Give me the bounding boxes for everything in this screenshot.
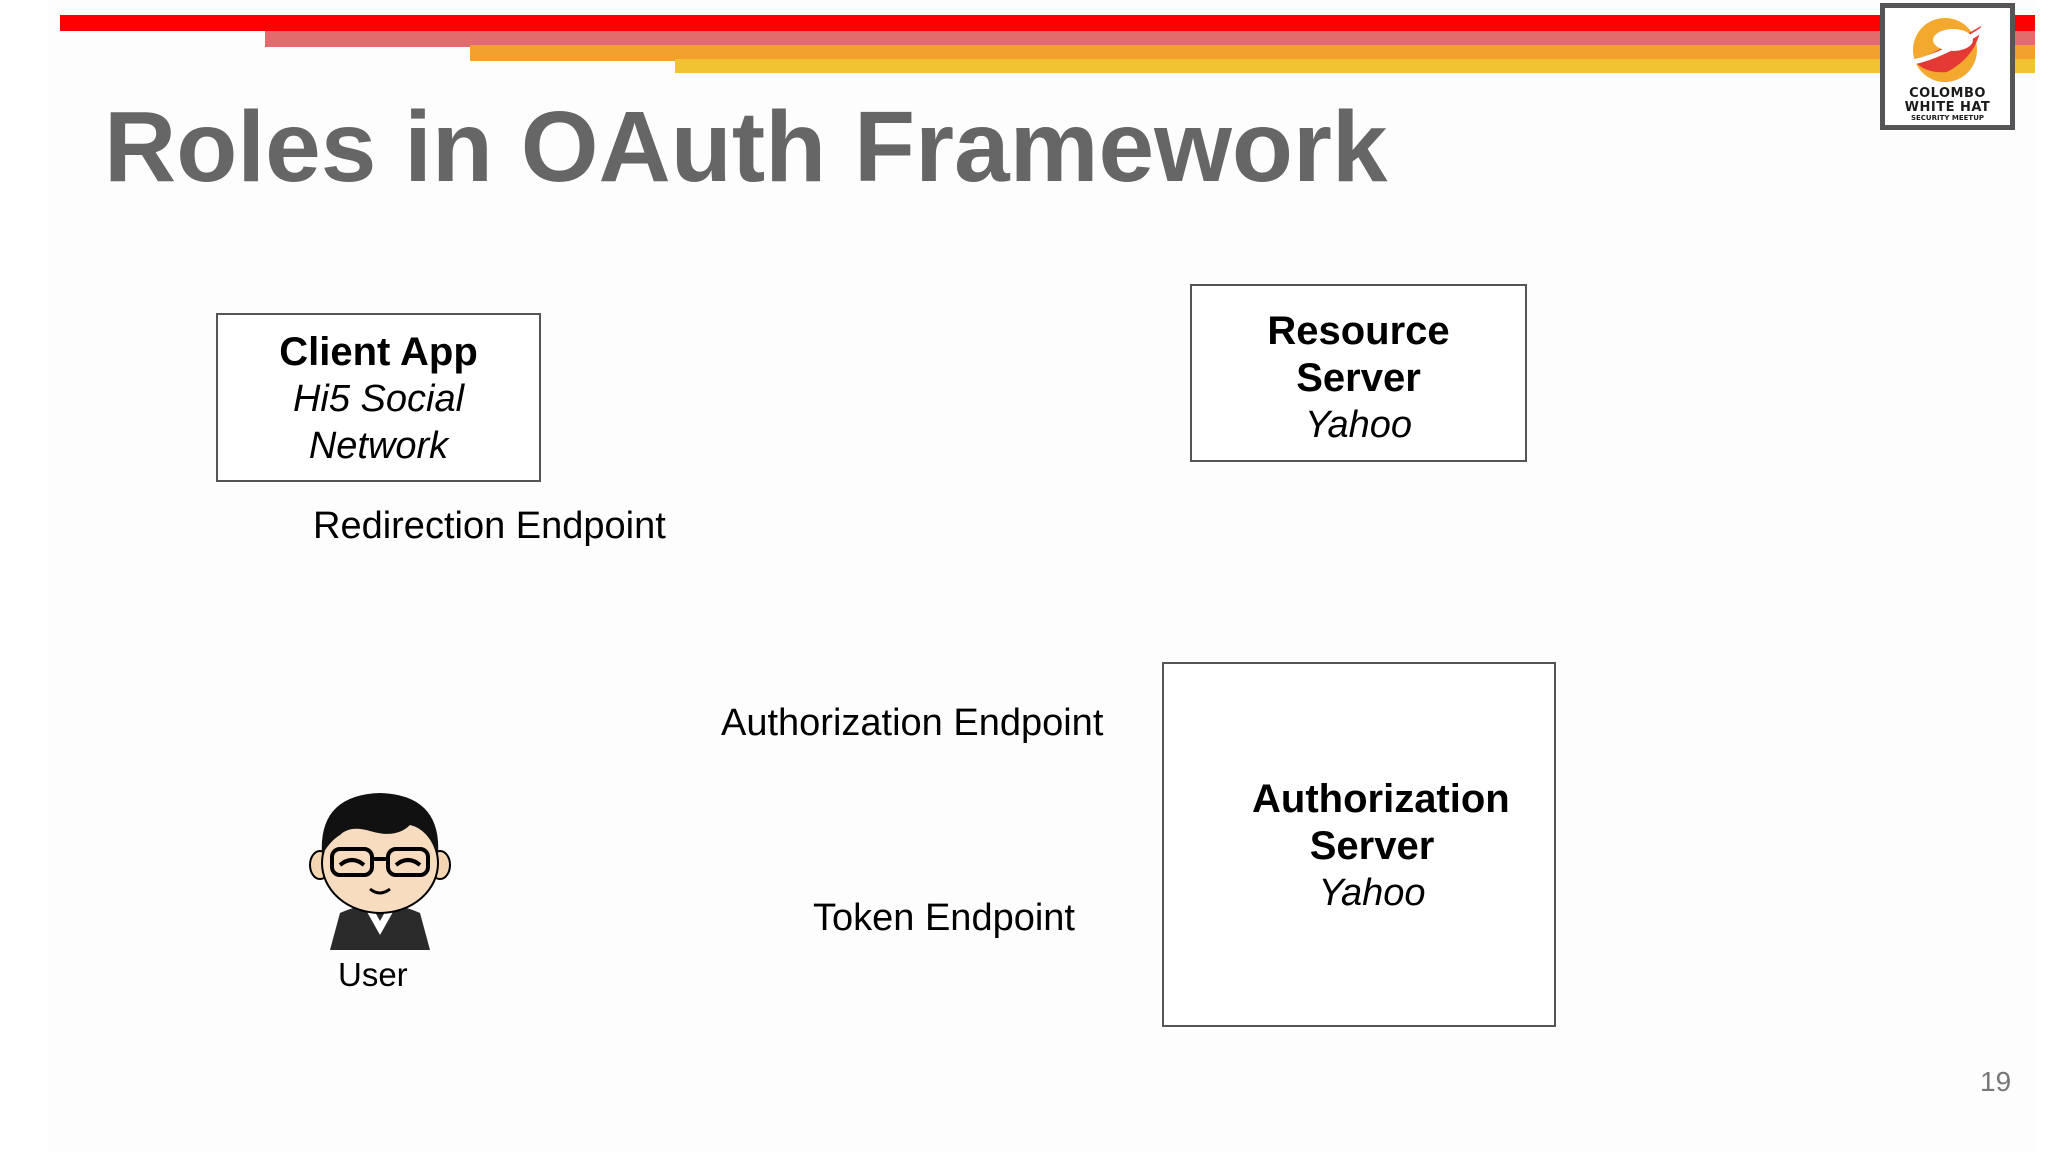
page-number: 19: [1980, 1066, 2012, 1097]
client-app-heading: Client App: [279, 330, 478, 374]
resource-server-subtitle: Yahoo: [1304, 404, 1413, 446]
user-label: User: [338, 956, 408, 993]
client-app-box: Client App Hi5 Social Network: [216, 313, 541, 482]
authorization-server-subtitle: Yahoo: [1318, 872, 1426, 914]
slide-background: [48, 0, 2035, 1152]
logo-text-line1: COLOMBO: [1909, 86, 1986, 101]
colombo-white-hat-logo: COLOMBO WHITE HAT SECURITY MEETUP: [1880, 3, 2015, 130]
authorization-server-text: Authorization Server Yahoo: [1252, 776, 1510, 917]
authorization-server-heading-line1: Authorization: [1252, 777, 1510, 821]
user-avatar-icon: [309, 793, 451, 950]
client-app-subtitle-line1: Hi5 Social: [292, 378, 465, 420]
logo-text-line3: SECURITY MEETUP: [1910, 114, 1985, 122]
redirection-endpoint-label: Redirection Endpoint: [313, 505, 666, 547]
header-stripe-salmon: [265, 31, 2035, 47]
slide-title: Roles in OAuth Framework: [104, 91, 1388, 203]
resource-server-heading-line1: Resource: [1267, 309, 1450, 353]
authorization-endpoint-label: Authorization Endpoint: [721, 702, 1104, 744]
authorization-server-heading-line2: Server: [1309, 824, 1435, 868]
client-app-subtitle-line2: Network: [308, 425, 449, 467]
resource-server-box: Resource Server Yahoo: [1190, 284, 1527, 462]
logo-text-line2: WHITE HAT: [1904, 100, 1991, 115]
authorization-server-box: Authorization Server Yahoo: [1162, 662, 1556, 1027]
hat-emblem-icon: [1912, 18, 1987, 82]
resource-server-heading-line2: Server: [1296, 356, 1421, 400]
token-endpoint-label: Token Endpoint: [813, 897, 1075, 939]
header-stripe-yellow: [675, 59, 2035, 73]
header-stripe-red: [60, 15, 2035, 31]
header-stripe-orange: [470, 45, 2035, 61]
